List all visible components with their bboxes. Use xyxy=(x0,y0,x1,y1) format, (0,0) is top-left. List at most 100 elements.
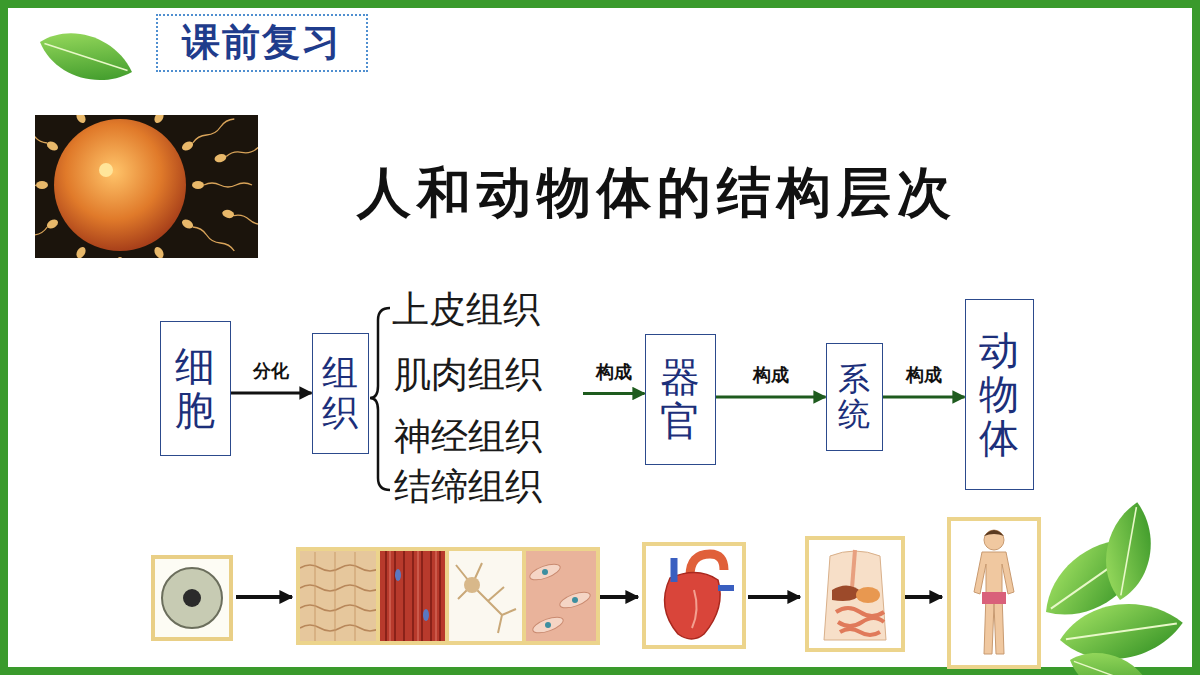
sperm-tail xyxy=(233,214,258,230)
human-picture xyxy=(949,519,1039,667)
picture-frame xyxy=(644,544,744,647)
flow-arrow xyxy=(231,392,312,395)
tissue-ground xyxy=(524,549,598,643)
photo-ground xyxy=(35,115,258,258)
picture-frame xyxy=(298,549,380,643)
tissue-ground xyxy=(447,549,524,643)
vertical-label: 组织 xyxy=(322,353,358,432)
sperm xyxy=(180,218,236,255)
sperm-tail xyxy=(204,183,252,187)
nucleus xyxy=(545,622,551,628)
sperm xyxy=(116,257,124,258)
torso xyxy=(824,551,886,640)
sperm-tail xyxy=(52,257,79,258)
tissue-ground xyxy=(298,549,380,643)
heart-picture xyxy=(644,544,744,647)
cell-rows xyxy=(300,565,380,631)
muscle-stripes xyxy=(386,550,440,642)
picture-frame xyxy=(153,557,231,639)
stomach xyxy=(856,587,880,603)
body xyxy=(974,552,1014,654)
muscle-picture xyxy=(378,549,448,643)
leaf-vein xyxy=(1074,661,1148,675)
sperm xyxy=(51,115,88,125)
intestine xyxy=(836,608,884,635)
egg-spot xyxy=(99,163,113,177)
tissue-name: 肌肉组织 xyxy=(394,355,542,396)
picture-arrow xyxy=(905,595,942,599)
egg-cell xyxy=(54,119,186,251)
connective-picture xyxy=(524,549,598,643)
neuron-body xyxy=(464,577,480,593)
flow-arrow xyxy=(716,396,826,399)
picture-frame xyxy=(807,538,903,650)
sperm-head xyxy=(45,218,59,231)
vein xyxy=(718,585,734,591)
arrow-label: 构成 xyxy=(594,360,634,384)
sperm-head xyxy=(153,245,166,258)
leaf-cluster xyxy=(1031,499,1187,675)
level-box: 组织 xyxy=(312,333,369,454)
sperm-head xyxy=(214,153,228,164)
picture-frame xyxy=(378,549,448,643)
vertical-label: 器官 xyxy=(660,355,700,443)
heart-line xyxy=(692,590,697,628)
muscle-lines xyxy=(390,550,436,642)
arrow-label: 构成 xyxy=(904,363,944,387)
vertical-label: 动物体 xyxy=(979,328,1019,460)
slide-title: 人和动物体的结构层次 xyxy=(357,157,957,230)
leaf-vein xyxy=(44,43,127,70)
tissue-name: 神经组织 xyxy=(394,417,542,458)
sperm xyxy=(180,116,236,153)
picture-arrow xyxy=(236,595,292,599)
nucleus xyxy=(572,597,578,603)
picture-arrow xyxy=(748,595,800,599)
leaf xyxy=(1064,642,1158,675)
system-picture xyxy=(807,538,903,650)
sperm xyxy=(192,181,252,189)
fibre-cell xyxy=(528,561,562,583)
leaf xyxy=(33,22,138,92)
level-box: 器官 xyxy=(645,334,716,465)
fibre-cell xyxy=(558,589,592,611)
sperm-tail xyxy=(160,257,187,258)
section-tag: 课前复习 xyxy=(156,14,368,72)
sperm xyxy=(35,116,60,153)
tissue-name: 上皮组织 xyxy=(392,290,540,331)
leaf-vein xyxy=(1066,624,1177,640)
tissue-ground xyxy=(378,549,448,643)
neuron-branches xyxy=(456,563,516,633)
vertical-label: 系统 xyxy=(838,362,870,432)
fibre-cell xyxy=(531,614,565,636)
picture-arrow xyxy=(600,595,638,599)
sperm-tail xyxy=(35,183,36,187)
cell-body xyxy=(162,568,222,628)
sperm xyxy=(51,245,88,258)
sperm-head xyxy=(180,218,194,231)
sperm xyxy=(153,115,190,125)
picture-frame xyxy=(524,549,598,643)
sperm-head xyxy=(116,257,124,258)
head xyxy=(984,530,1004,550)
box-label: 课前复习 xyxy=(182,20,342,66)
nucleus xyxy=(395,569,401,581)
hair xyxy=(984,530,1004,536)
esophagus xyxy=(852,550,855,588)
sperm-head xyxy=(75,115,88,125)
fertilization-photo xyxy=(35,115,258,258)
picture-arrows xyxy=(236,597,942,598)
cell-picture xyxy=(153,557,231,639)
sperm-head xyxy=(75,245,88,258)
vein xyxy=(671,558,678,582)
cell-walls xyxy=(315,552,355,642)
sperm-head xyxy=(45,140,59,153)
sperm-tail xyxy=(192,117,236,144)
arrow-label: 构成 xyxy=(751,363,791,387)
heart xyxy=(665,572,721,639)
underwear xyxy=(982,592,1006,604)
picture-frame xyxy=(949,519,1039,667)
leaf-decoration xyxy=(33,22,138,92)
sperm-head xyxy=(192,181,204,189)
sperm-head xyxy=(36,181,48,189)
tissue-name: 结缔组织 xyxy=(394,467,542,508)
